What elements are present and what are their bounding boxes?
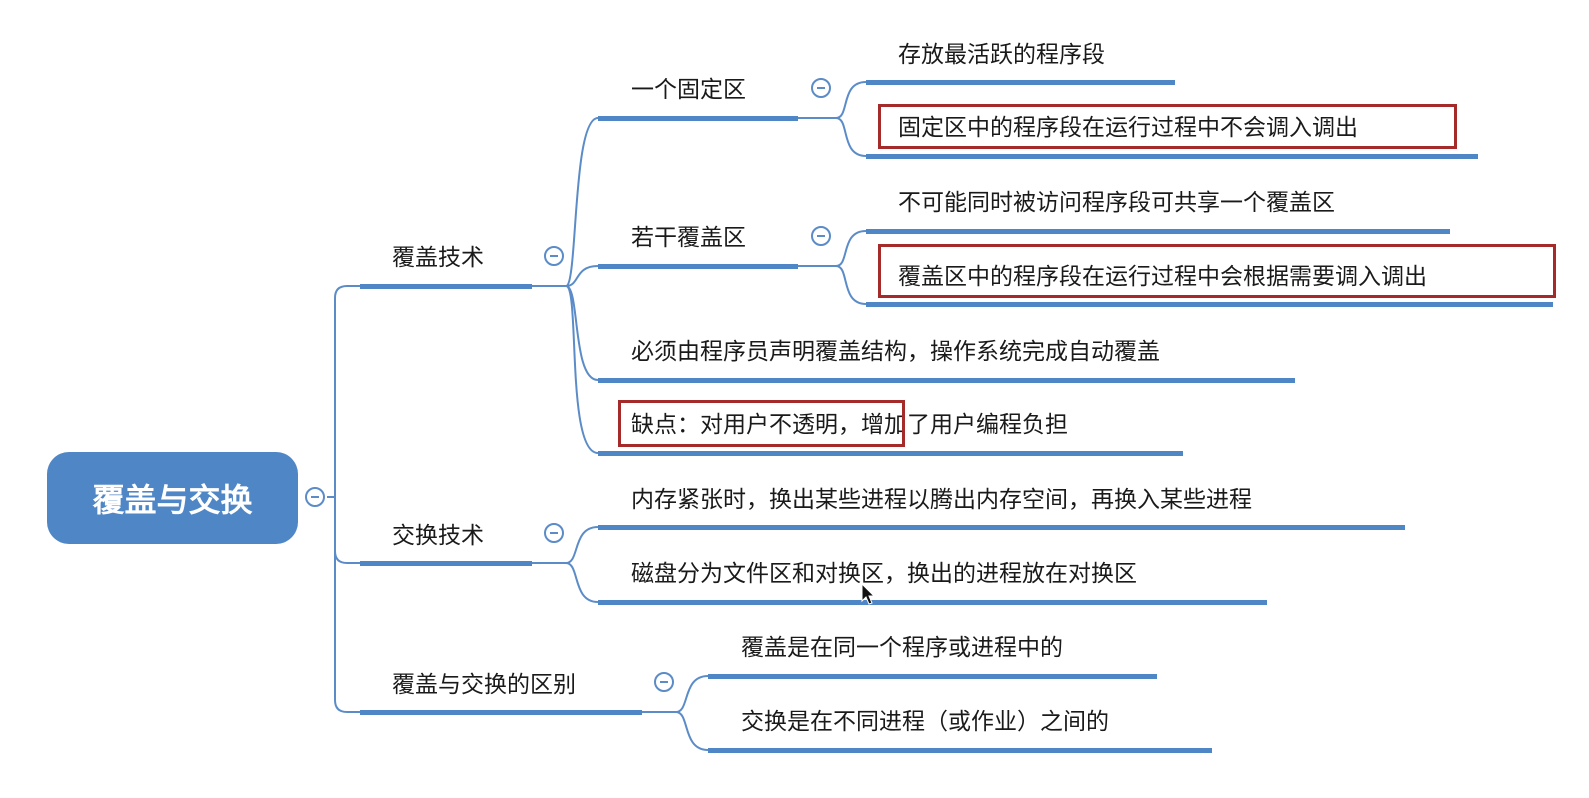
node-fixed-child[interactable]: 固定区中的程序段在运行过程中不会调入调出	[898, 115, 1358, 141]
underline	[866, 302, 1553, 307]
node-areas-child[interactable]: 不可能同时被访问程序段可共享一个覆盖区	[898, 190, 1335, 216]
underline	[360, 710, 642, 715]
collapse-icon[interactable]	[305, 487, 325, 507]
underline	[598, 600, 1267, 605]
node-drawback[interactable]: 缺点：对用户不透明，增加了用户编程负担	[631, 412, 1068, 438]
root-label: 覆盖与交换	[92, 481, 253, 519]
underline	[598, 378, 1295, 383]
underline	[598, 451, 1183, 456]
node-declare[interactable]: 必须由程序员声明覆盖结构，操作系统完成自动覆盖	[631, 339, 1160, 365]
underline	[598, 264, 798, 269]
highlight-box	[618, 400, 905, 447]
highlight-box	[878, 244, 1556, 298]
underline	[598, 116, 798, 121]
collapse-icon[interactable]	[544, 246, 564, 266]
underline	[866, 154, 1478, 159]
underline	[360, 284, 532, 289]
root-node[interactable]: 覆盖与交换	[47, 452, 298, 544]
collapse-icon[interactable]	[811, 226, 831, 246]
node-fixed-child[interactable]: 存放最活跃的程序段	[898, 42, 1105, 68]
underline	[708, 674, 1157, 679]
root-connector	[327, 285, 360, 713]
underline	[866, 229, 1450, 234]
node-areas-child[interactable]: 覆盖区中的程序段在运行过程中会根据需要调入调出	[898, 264, 1427, 290]
collapse-icon[interactable]	[544, 523, 564, 543]
node-overlay-areas[interactable]: 若干覆盖区	[631, 225, 746, 251]
fixed-connector	[798, 81, 867, 157]
collapse-icon[interactable]	[811, 78, 831, 98]
collapse-icon[interactable]	[654, 672, 674, 692]
overlay-connector	[532, 117, 599, 454]
underline	[866, 80, 1175, 85]
highlight-box	[878, 104, 1457, 149]
node-diff-child[interactable]: 覆盖是在同一个程序或进程中的	[741, 635, 1063, 661]
node-swap-child[interactable]: 磁盘分为文件区和对换区，换出的进程放在对换区	[631, 561, 1137, 587]
diff-connector	[642, 675, 709, 751]
node-overlay[interactable]: 覆盖技术	[392, 245, 484, 271]
node-swap[interactable]: 交换技术	[392, 523, 484, 549]
node-difference[interactable]: 覆盖与交换的区别	[392, 672, 576, 698]
underline	[708, 748, 1212, 753]
mouse-cursor-icon	[861, 583, 876, 605]
node-diff-child[interactable]: 交换是在不同进程（或作业）之间的	[741, 709, 1109, 735]
underline	[360, 561, 532, 566]
swap-connector	[532, 526, 599, 603]
node-swap-child[interactable]: 内存紧张时，换出某些进程以腾出内存空间，再换入某些进程	[631, 487, 1252, 513]
node-fixed-area[interactable]: 一个固定区	[631, 77, 746, 103]
underline	[598, 525, 1405, 530]
areas-connector	[798, 230, 867, 305]
